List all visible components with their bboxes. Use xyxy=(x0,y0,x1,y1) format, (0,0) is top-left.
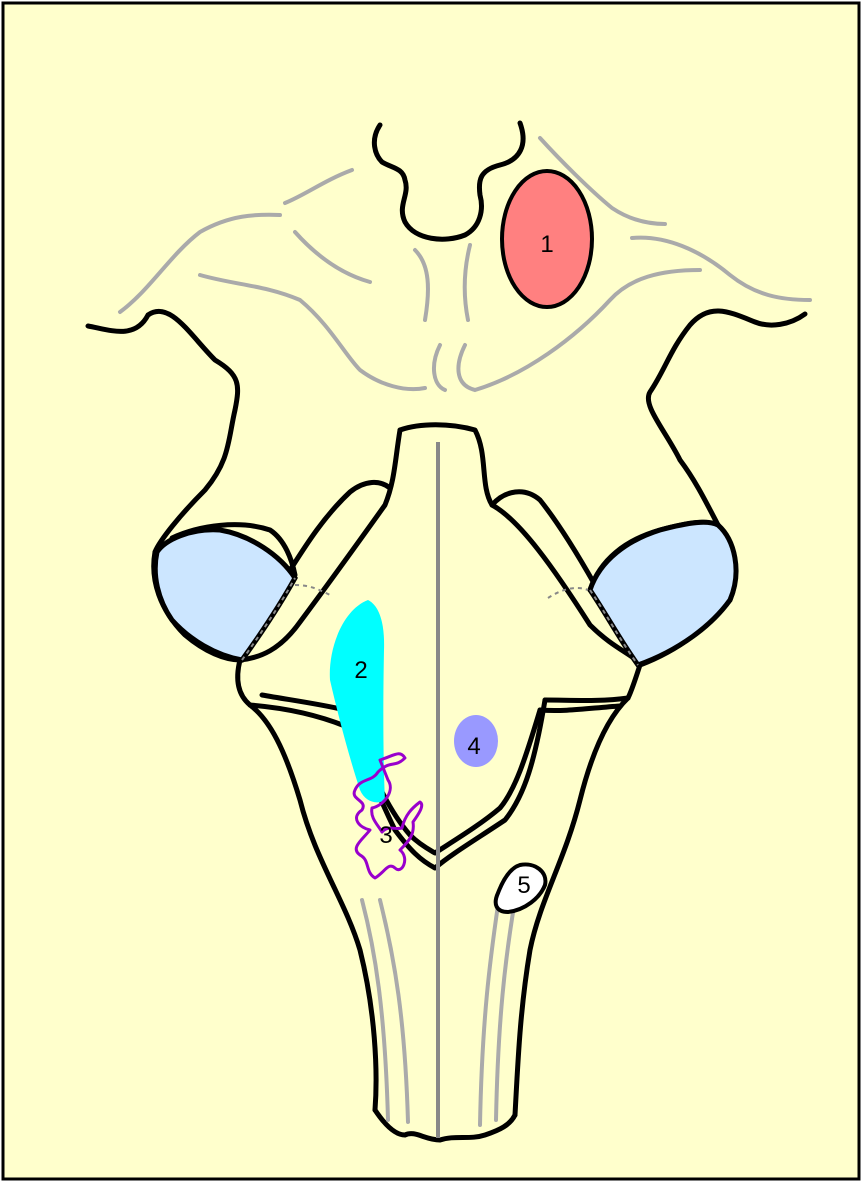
region-5-label: 5 xyxy=(517,872,530,899)
region-4-label: 4 xyxy=(467,733,480,760)
region-2-label: 2 xyxy=(354,657,367,684)
region-3-label: 3 xyxy=(379,822,392,849)
region-1-label: 1 xyxy=(540,231,553,258)
